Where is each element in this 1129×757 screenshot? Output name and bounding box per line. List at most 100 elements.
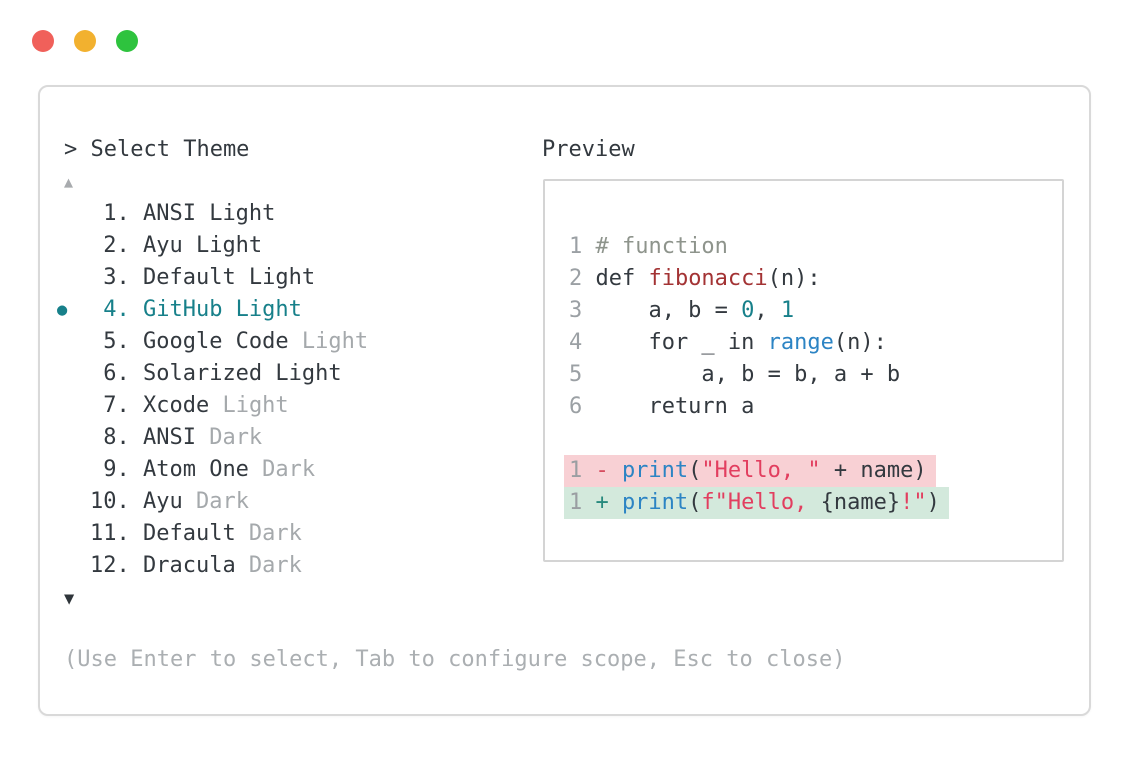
theme-item-name: Ayu — [142, 489, 183, 514]
theme-list-item[interactable]: 9. Atom One Dark — [90, 454, 368, 486]
theme-item-number: 9. — [103, 457, 130, 482]
diff-removed-sign: - — [595, 458, 609, 483]
code-token: print — [621, 490, 689, 515]
theme-list-item[interactable]: 3. Default Light — [90, 262, 368, 294]
theme-list-item[interactable]: 2. Ayu Light — [90, 230, 368, 262]
theme-item-number: 3. — [103, 265, 130, 290]
theme-item-number: 7. — [103, 393, 130, 418]
zoom-button[interactable] — [116, 30, 138, 52]
code-token: , — [754, 298, 781, 323]
preview-title: Preview — [542, 137, 635, 162]
line-number: 2 — [569, 266, 583, 291]
code-token: range — [767, 330, 834, 355]
code-line: 5 a, b = b, a + b — [545, 359, 1062, 391]
code-line: 2 def fibonacci(n): — [545, 263, 1062, 295]
diff-added-sign: + — [595, 490, 609, 515]
theme-item-number: 11. — [90, 521, 130, 546]
code-token: 1 — [780, 298, 795, 323]
code-token: ( — [688, 458, 702, 483]
code-token: for _ in — [595, 330, 768, 355]
line-number: 1 — [569, 490, 583, 515]
theme-list: 1. ANSI Light 2. Ayu Light 3. Default Light ● 4… — [57, 198, 368, 582]
theme-list-item[interactable]: 1. ANSI Light — [90, 198, 368, 230]
selected-item-dot-icon: ● — [57, 300, 68, 320]
code-token: ( — [688, 490, 702, 515]
theme-item-number: 8. — [103, 425, 130, 450]
theme-item-name: ANSI Light — [142, 201, 276, 226]
minimize-button[interactable] — [74, 30, 96, 52]
theme-item-number: 6. — [103, 361, 130, 386]
theme-item-name: Dracula — [142, 553, 236, 578]
theme-item-number: 10. — [90, 489, 130, 514]
theme-item-name: ANSI — [142, 425, 196, 450]
diff-line-removed: 1-print("Hello, " + name) — [545, 455, 1062, 487]
code-line: 4 for _ in range(n): — [545, 327, 1062, 359]
code-token: (n): — [767, 266, 821, 291]
diff-line-added: 1 + print(f"Hello, {name}!") — [545, 487, 1062, 519]
code-token: fibonacci — [648, 266, 768, 291]
code-token: # function — [595, 234, 728, 259]
code-token: {name} — [820, 490, 901, 515]
theme-item-name: Default Light — [142, 265, 316, 290]
code-token: (n): — [833, 330, 887, 355]
theme-item-number: 1. — [103, 201, 130, 226]
code-line: 3 a, b = 0, 1 — [545, 295, 1062, 327]
diff-highlight-added: 1 + print(f"Hello, {name}!") — [564, 487, 949, 519]
select-theme-prompt: > Select Theme — [64, 137, 250, 162]
theme-item-variant: Light — [209, 393, 289, 418]
code-token: a, b = b, a + b — [595, 362, 901, 387]
theme-list-item[interactable]: 6. Solarized Light — [90, 358, 368, 390]
code-token: !" — [900, 490, 927, 515]
theme-item-name: Solarized Light — [142, 361, 342, 386]
theme-item-variant: Dark — [235, 521, 302, 546]
scroll-up-icon[interactable]: ▲ — [64, 173, 74, 191]
line-number: 1 — [569, 458, 583, 483]
code-token: f"Hello, — [701, 490, 821, 515]
theme-item-name: Ayu Light — [142, 233, 263, 258]
theme-item-name: Default — [142, 521, 236, 546]
code-token: "Hello, " — [701, 458, 821, 483]
line-number: 3 — [569, 298, 583, 323]
window-traffic-lights — [32, 30, 138, 52]
theme-item-number: 5. — [103, 329, 130, 354]
theme-item-name: Xcode — [142, 393, 210, 418]
theme-item-variant: Dark — [235, 553, 302, 578]
code-token: ) — [926, 490, 940, 515]
theme-item-number: 4. — [103, 297, 130, 322]
theme-item-name: Google Code — [142, 329, 289, 354]
theme-item-variant: Dark — [195, 425, 263, 450]
code-token: 0 — [741, 298, 755, 323]
blank-line — [545, 423, 1062, 455]
theme-item-name: GitHub Light — [142, 297, 302, 322]
theme-list-item[interactable]: 11. Default Dark — [90, 518, 368, 550]
line-number: 4 — [569, 330, 583, 355]
code-token: + name) — [820, 458, 927, 483]
keyboard-hint: (Use Enter to select, Tab to configure s… — [64, 647, 846, 672]
code-token: a, b = — [595, 298, 742, 323]
theme-list-item[interactable]: 8. ANSI Dark — [90, 422, 368, 454]
line-number: 1 — [569, 234, 583, 259]
line-number: 5 — [569, 362, 583, 387]
theme-list-item[interactable]: 5. Google Code Light — [90, 326, 368, 358]
theme-item-number: 2. — [103, 233, 130, 258]
theme-item-variant: Dark — [248, 457, 316, 482]
theme-list-item[interactable]: 10. Ayu Dark — [90, 486, 368, 518]
theme-item-name: Atom One — [142, 457, 249, 482]
code-token: print — [621, 458, 689, 483]
theme-list-item[interactable]: 7. Xcode Light — [90, 390, 368, 422]
close-button[interactable] — [32, 30, 54, 52]
theme-item-number: 12. — [90, 553, 130, 578]
theme-list-item[interactable]: 12. Dracula Dark — [90, 550, 368, 582]
code-line: 1 # function — [545, 231, 1062, 263]
code-token: def — [595, 266, 649, 291]
code-token: return a — [595, 394, 755, 419]
theme-item-variant: Light — [288, 329, 369, 354]
line-number: 6 — [569, 394, 583, 419]
diff-highlight-removed: 1-print("Hello, " + name) — [564, 455, 936, 487]
code-line: 6 return a — [545, 391, 1062, 423]
theme-item-variant: Dark — [182, 489, 249, 514]
theme-list-item[interactable]: ● 4. GitHub Light — [57, 294, 368, 326]
scroll-down-icon[interactable]: ▼ — [64, 589, 75, 609]
